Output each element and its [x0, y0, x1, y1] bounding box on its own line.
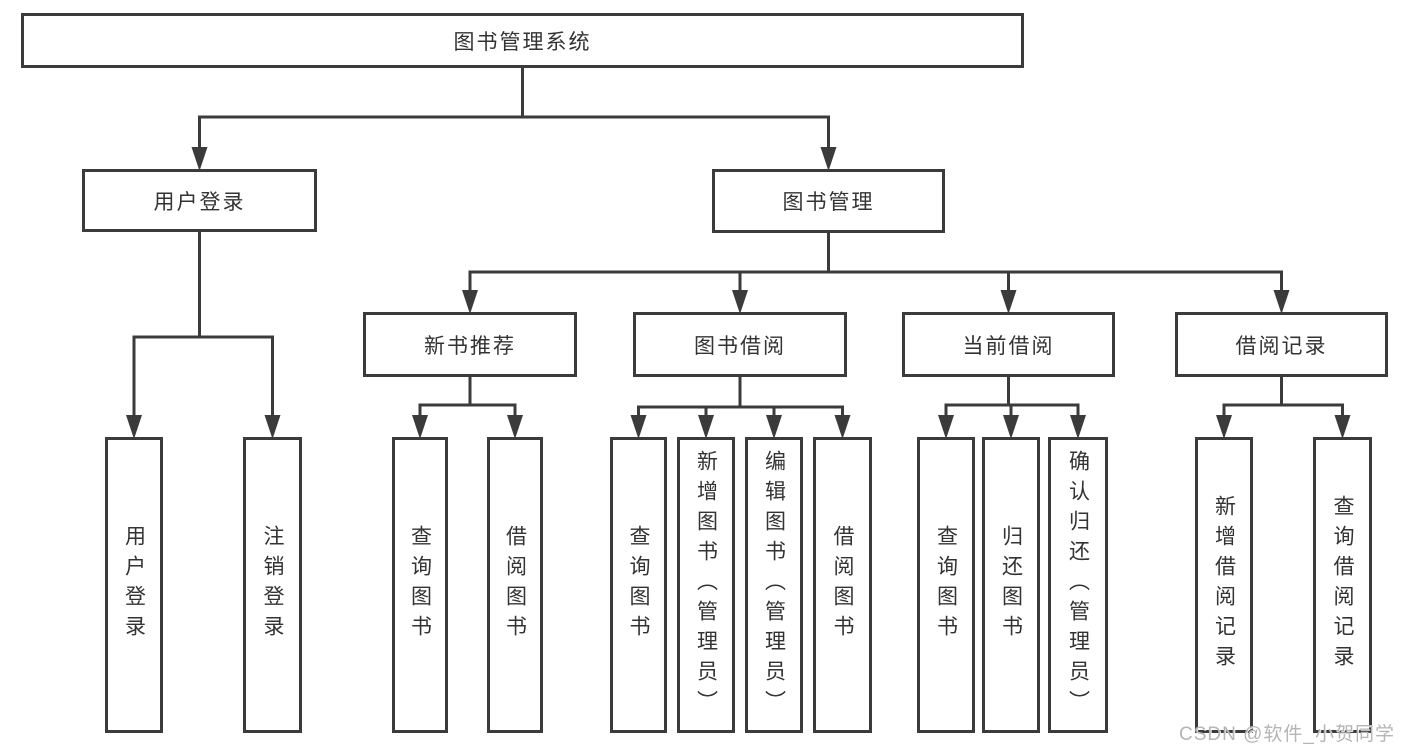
node-user-login: 用户登录 — [82, 169, 317, 232]
node-label: 当前借阅 — [962, 334, 1055, 358]
node-label: 查询借阅记录 — [1331, 495, 1354, 675]
node-label: 确认归还（管理员） — [1066, 450, 1090, 720]
node-leaf-borrow-book-2: 借阅图书 — [813, 437, 872, 733]
node-leaf-edit-book: 编辑图书（管理员） — [745, 437, 803, 733]
node-label: 归还图书 — [999, 525, 1023, 645]
node-leaf-query-record: 查询借阅记录 — [1313, 437, 1372, 733]
node-book-mgmt: 图书管理 — [712, 169, 945, 233]
node-label: 用户登录 — [153, 190, 246, 214]
node-leaf-borrow-book-1: 借阅图书 — [487, 437, 543, 733]
node-label: 图书借阅 — [694, 334, 786, 358]
node-leaf-query-book-1: 查询图书 — [392, 437, 448, 733]
node-leaf-add-record: 新增借阅记录 — [1195, 437, 1253, 733]
node-label: 查询图书 — [934, 525, 958, 645]
node-leaf-logout: 注销登录 — [243, 437, 302, 733]
node-label: 借阅图书 — [831, 525, 854, 645]
node-label: 新增图书（管理员） — [694, 450, 718, 720]
node-current-borrow: 当前借阅 — [902, 312, 1115, 377]
watermark-text: CSDN @软件_小贺同学 — [1179, 724, 1395, 745]
node-label: 新增借阅记录 — [1212, 495, 1236, 675]
node-leaf-return-book: 归还图书 — [982, 437, 1040, 733]
node-root: 图书管理系统 — [21, 13, 1024, 68]
node-label: 注销登录 — [261, 525, 284, 645]
node-label: 编辑图书（管理员） — [762, 450, 786, 720]
node-borrow-records: 借阅记录 — [1175, 312, 1388, 377]
node-leaf-query-book-2: 查询图书 — [610, 437, 667, 733]
node-leaf-user-login: 用户登录 — [105, 437, 163, 733]
node-leaf-confirm-return: 确认归还（管理员） — [1048, 437, 1108, 733]
node-label: 用户登录 — [122, 525, 146, 645]
node-label: 图书管理系统 — [453, 30, 592, 54]
node-label: 查询图书 — [408, 525, 432, 645]
node-book-borrow: 图书借阅 — [633, 312, 847, 377]
node-label: 借阅记录 — [1235, 334, 1328, 358]
node-label: 借阅图书 — [503, 525, 527, 645]
node-leaf-query-book-3: 查询图书 — [917, 437, 975, 733]
node-leaf-add-book: 新增图书（管理员） — [677, 437, 735, 733]
node-label: 图书管理 — [782, 191, 875, 214]
node-label: 查询图书 — [627, 525, 650, 645]
node-label: 新书推荐 — [424, 334, 516, 358]
node-new-book-rec: 新书推荐 — [363, 312, 577, 377]
